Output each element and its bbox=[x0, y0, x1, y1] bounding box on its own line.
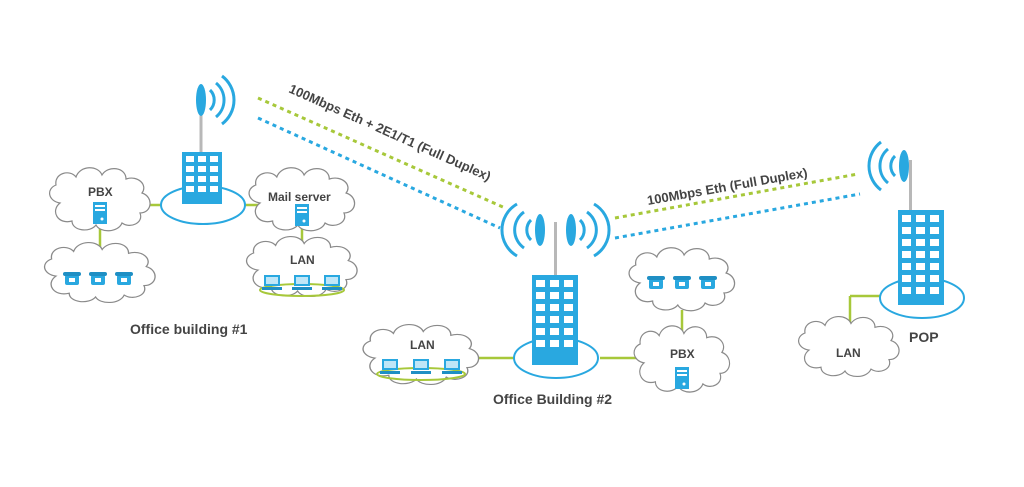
computer-icon bbox=[380, 359, 400, 374]
pop-title: POP bbox=[909, 329, 939, 345]
lan-label-2: LAN bbox=[410, 338, 435, 352]
building-icon bbox=[532, 275, 578, 365]
office-1-title: Office building #1 bbox=[130, 321, 248, 337]
mail-server-label: Mail server bbox=[268, 190, 331, 204]
server-icon bbox=[295, 204, 309, 226]
computer-icon bbox=[442, 359, 462, 374]
wireless-link-2 bbox=[614, 172, 861, 240]
phone-icon bbox=[63, 272, 81, 285]
computer-icon bbox=[411, 359, 431, 374]
phone-icon bbox=[673, 276, 691, 289]
building-icon bbox=[898, 210, 944, 305]
link-2-label: 100Mbps Eth (Full Duplex) bbox=[646, 165, 809, 208]
antenna-icon bbox=[194, 74, 236, 154]
pbx-label-1: PBX bbox=[88, 185, 113, 199]
antenna-icon bbox=[867, 140, 912, 215]
antenna-icon bbox=[500, 202, 611, 282]
office-2-group: LAN PBX Office Building #2 bbox=[362, 202, 736, 407]
server-icon bbox=[93, 202, 107, 224]
pbx-cloud-1 bbox=[48, 167, 151, 232]
pop-group: LAN POP bbox=[797, 140, 965, 378]
phone-icon bbox=[115, 272, 133, 285]
phone-icon bbox=[89, 272, 107, 285]
lan-label-1: LAN bbox=[290, 253, 315, 267]
wireless-link-1 bbox=[257, 96, 506, 230]
phone-icon bbox=[647, 276, 665, 289]
lan-label-pop: LAN bbox=[836, 346, 861, 360]
phone-icon bbox=[699, 276, 717, 289]
server-icon bbox=[675, 367, 689, 389]
office-1-group: PBX Mail server LAN Office building #1 bbox=[43, 74, 358, 337]
computer-icon bbox=[292, 275, 312, 290]
building-icon bbox=[182, 152, 222, 204]
pbx-label-2: PBX bbox=[670, 347, 695, 361]
computer-icon bbox=[262, 275, 282, 290]
office-2-title: Office Building #2 bbox=[493, 391, 612, 407]
computer-icon bbox=[322, 275, 342, 290]
